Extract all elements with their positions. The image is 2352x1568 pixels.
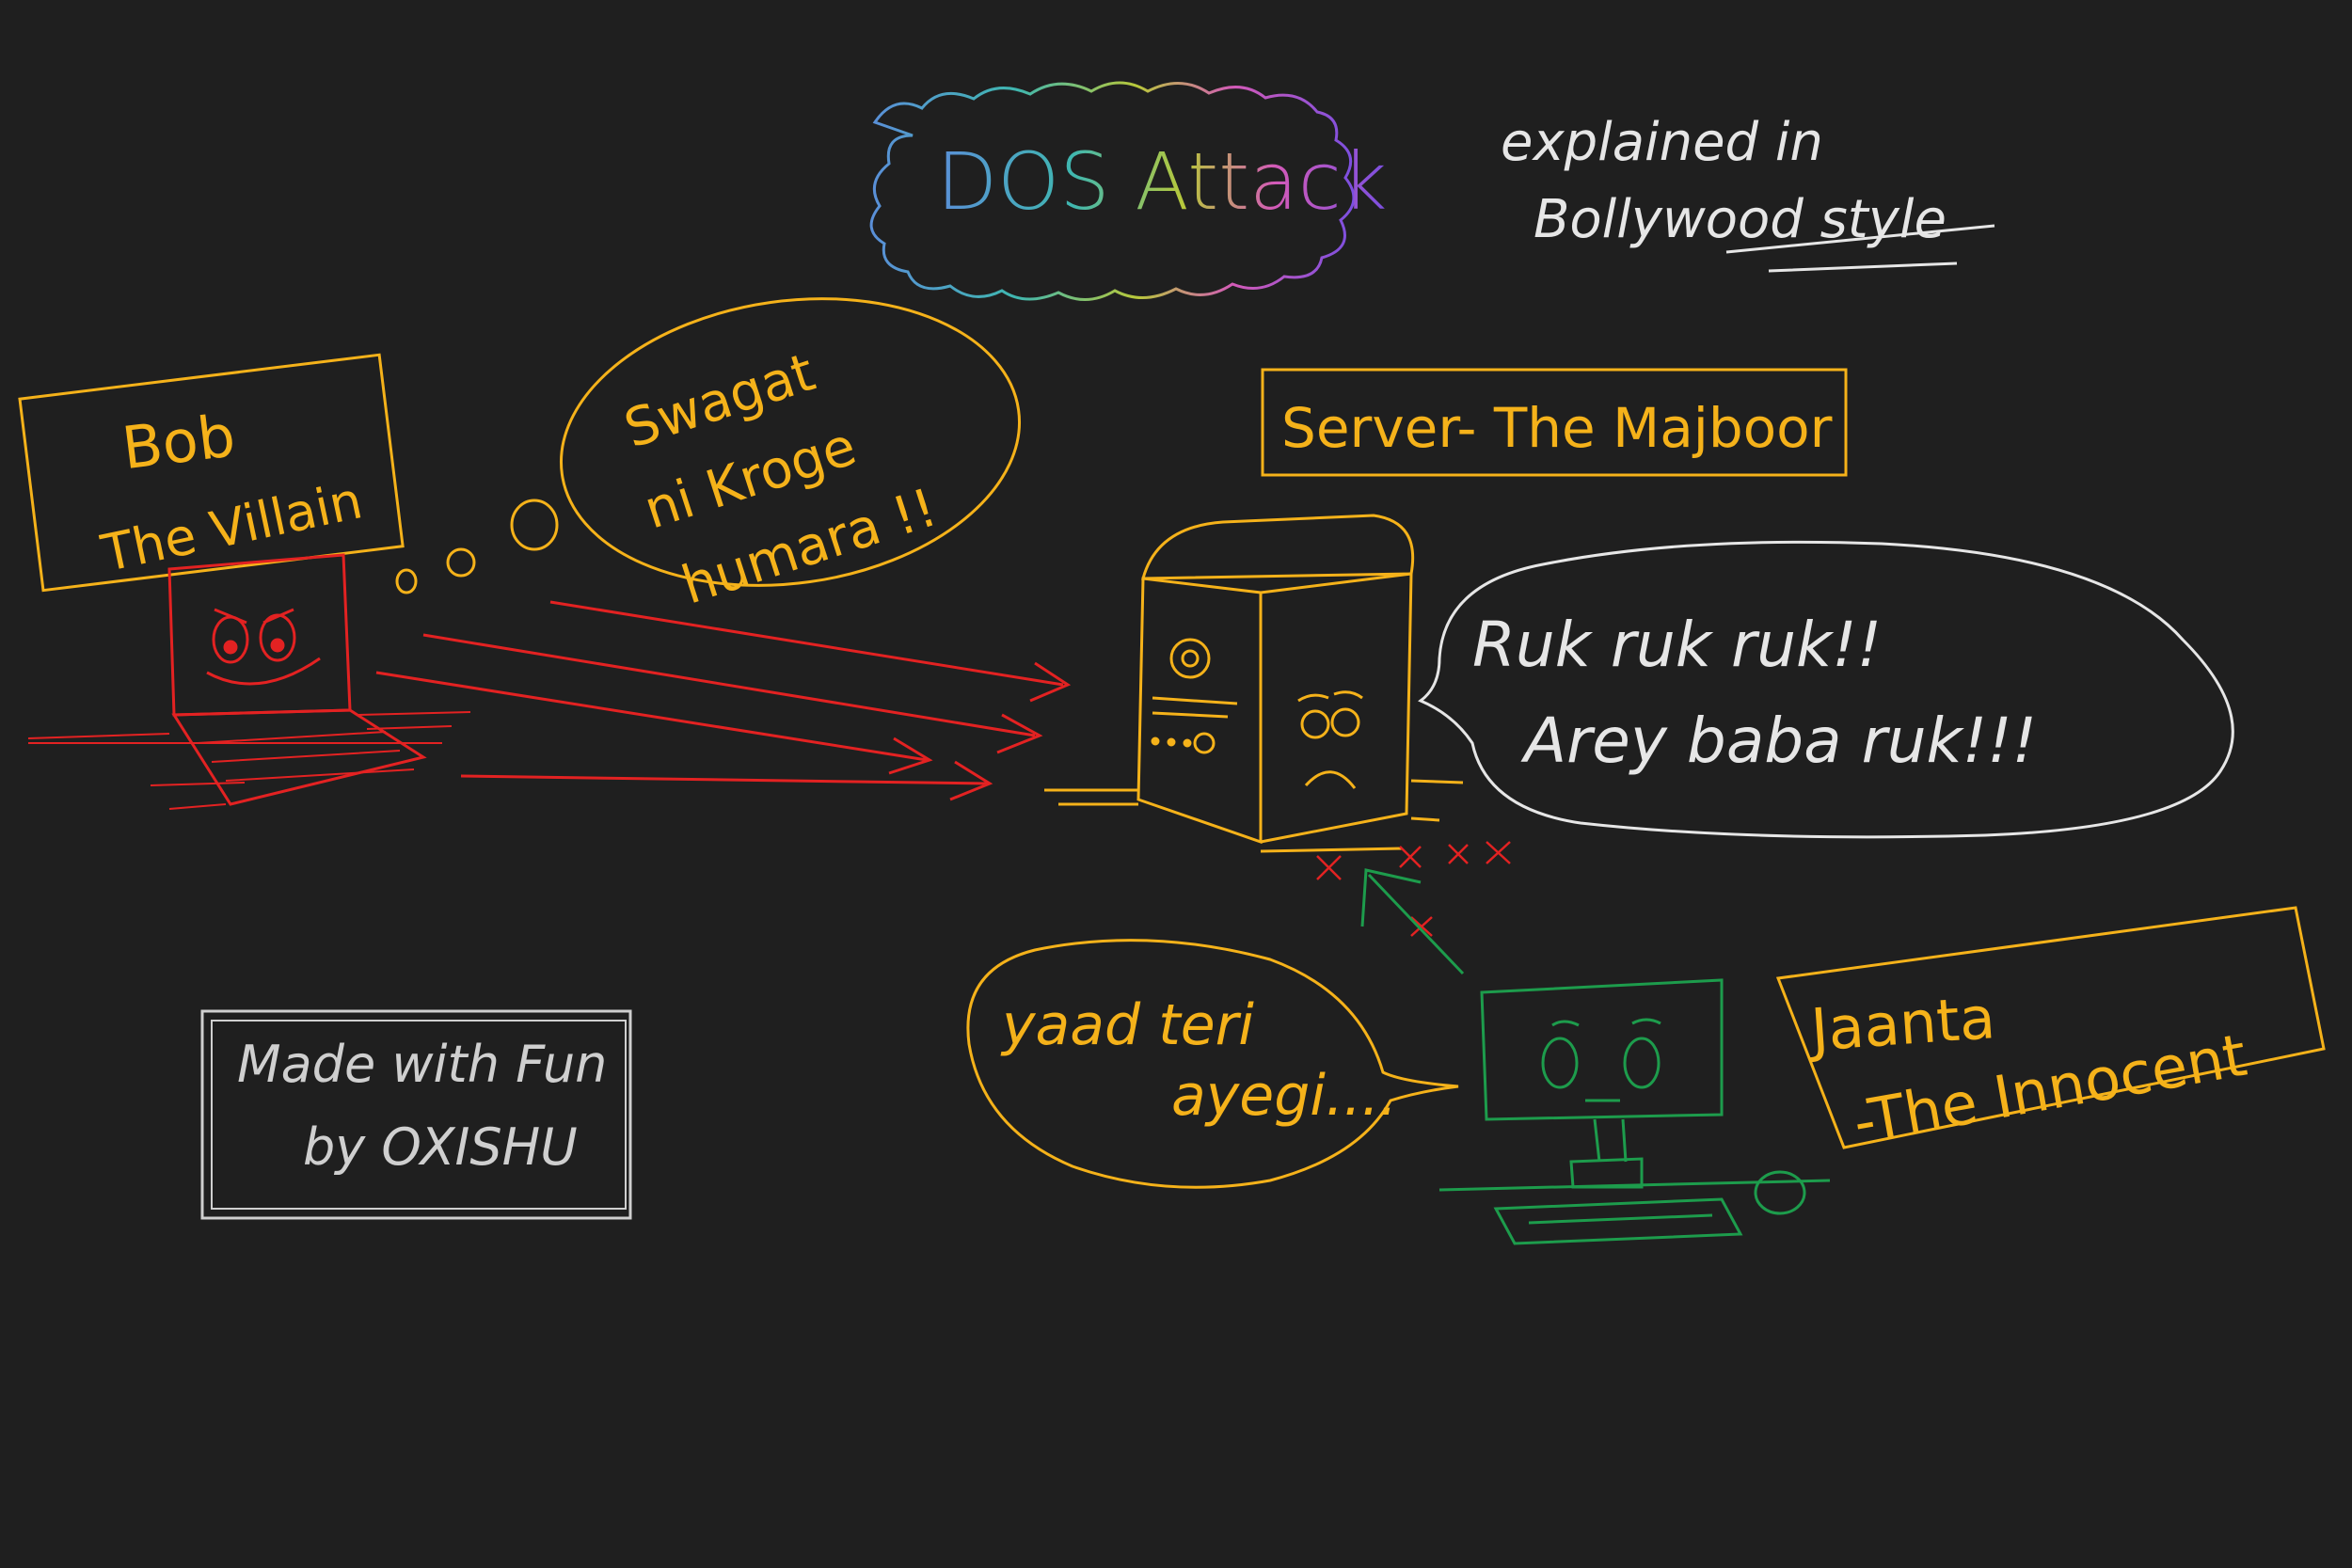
server-group: Server- The Majboor Ruk ruk r [1044, 368, 2234, 937]
server-speech-line2: Arey baba ruk!!! [1520, 705, 2037, 777]
innocent-speech-line1: yaad teri [1000, 992, 1254, 1058]
server-down-crosses [1316, 841, 1511, 937]
attack-arrow-4 [460, 760, 993, 801]
villain-label-box [18, 353, 405, 593]
server-speech-bubble [1418, 540, 2234, 839]
villain-group: Bob The Villain Swagat ni Kroge humara !… [18, 297, 1072, 810]
villain-label-name: Bob [119, 401, 239, 483]
server-label-text: Server- The Majboor [1281, 396, 1833, 460]
attack-arrows [375, 600, 1072, 801]
villain-thought-bubble [559, 297, 1022, 587]
title-group: DOS Attack explained in Bollywood style [869, 81, 1995, 302]
subtitle-line2: Bollywood style [1534, 189, 1947, 250]
villain-laptop-icon [27, 553, 471, 810]
innocent-speech-bubble [966, 939, 1459, 1189]
title-text: DOS Attack [937, 135, 1388, 228]
innocent-group: yaad teri ayegi.... Jaanta -The Innocent [966, 868, 2326, 1245]
server-speech-line1: Ruk ruk ruk!! [1472, 609, 1882, 681]
thought-dot-large [510, 499, 559, 551]
credit-group: Made with Fun by OXISHU [200, 1009, 632, 1220]
innocent-computer-icon [1438, 978, 1831, 1245]
innocent-label-box [1775, 906, 2326, 1149]
credit-line2: by OXISHU [303, 1117, 578, 1177]
title-cloud [869, 81, 1356, 302]
credit-box [200, 1009, 632, 1220]
attack-arrow-1 [549, 600, 1072, 703]
subtitle-underline [1725, 224, 1995, 273]
server-label-box [1261, 368, 1848, 477]
server-icon [1044, 514, 1464, 853]
credit-line1: Made with Fun [237, 1035, 607, 1094]
thought-dot-small [395, 568, 418, 594]
credit-box-inner [211, 1020, 627, 1210]
innocent-label-name: Jaanta [1805, 983, 1997, 1065]
innocent-arrow [1360, 868, 1465, 975]
thought-dot-medium [446, 547, 476, 578]
innocent-speech-line2: ayegi.... [1171, 1063, 1397, 1129]
attack-arrow-2 [422, 633, 1043, 754]
attack-arrow-3 [375, 671, 933, 775]
subtitle-line1: explained in [1501, 112, 1823, 173]
